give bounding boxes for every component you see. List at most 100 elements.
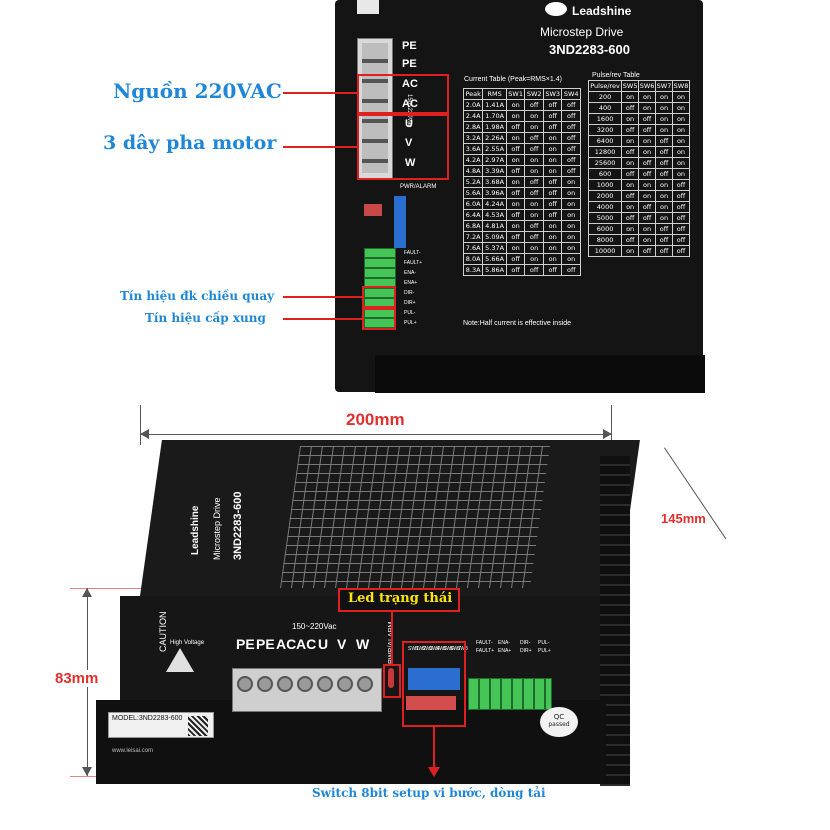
- current-table-cell: off: [524, 143, 544, 155]
- pulse-table-cell: off: [672, 223, 690, 235]
- pulse-table-cell: on: [621, 91, 640, 103]
- pulse-table-cell: 4000: [587, 201, 623, 213]
- current-table-cell: off: [542, 99, 563, 111]
- current-table-cell: on: [524, 198, 544, 210]
- current-table-cell: on: [542, 143, 563, 155]
- pulse-table-cell: 8000: [587, 234, 623, 246]
- pulse-table-cell: on: [672, 113, 690, 125]
- top-signal-fault-minus: FAULT-: [404, 250, 421, 256]
- current-header-cell: SW3: [542, 88, 563, 100]
- pulse-header-cell: SW8: [672, 80, 690, 92]
- switch-callout-line: [433, 727, 435, 769]
- pulse-signal-highlight: [362, 308, 396, 330]
- pulse-table-cell: off: [621, 212, 640, 224]
- switch-arrow-down-icon: [428, 767, 440, 777]
- current-table-cell: 1.70A: [482, 110, 507, 122]
- bottom-signal-label-strip: FAULT- FAULT+ ENA- ENA+ DIR- DIR+ PUL- P…: [476, 640, 556, 670]
- top-term-u: U: [405, 118, 413, 130]
- current-table-cell: off: [542, 264, 563, 276]
- bottom-switch-labels: SW1 SW2 SW3 SW4 SW5 SW6 SW7 SW8: [408, 646, 468, 666]
- pulse-table-cell: off: [672, 234, 690, 246]
- width-arrow-right-icon: [603, 429, 612, 439]
- current-table-cell: 7.6A: [462, 242, 484, 254]
- current-table-cell: off: [561, 154, 581, 166]
- bottom-table-print: [280, 446, 550, 588]
- current-table-cell: 2.97A: [482, 154, 507, 166]
- sw2-label: SW2: [415, 646, 426, 652]
- current-table-cell: on: [542, 220, 563, 232]
- top-signal-fault-plus: FAULT+: [404, 260, 423, 266]
- width-dimension: 200mm: [346, 410, 405, 429]
- pulse-table-cell: on: [638, 146, 657, 158]
- led-callout-box: [338, 588, 460, 612]
- pulse-table-cell: off: [621, 234, 640, 246]
- height-dimension: 83mm: [53, 670, 101, 687]
- terminal-screw: [297, 676, 313, 692]
- qc-text: QC: [553, 713, 565, 721]
- callout-switch: Switch 8bit setup vi bước, dòng tải: [312, 786, 546, 800]
- terminal-screw: [237, 676, 253, 692]
- bsig-pul-plus: PUL+: [538, 648, 551, 654]
- current-header-cell: SW2: [524, 88, 544, 100]
- current-table-cell: off: [505, 121, 526, 133]
- current-table-cell: off: [505, 253, 526, 265]
- current-table-cell: 4.8A: [462, 165, 484, 177]
- top-signal-pul-plus: PUL+: [404, 320, 417, 326]
- pulse-table-cell: off: [655, 168, 673, 180]
- bsig-ena-minus: ENA-: [498, 640, 510, 646]
- pulse-table-cell: off: [621, 168, 640, 180]
- pulse-table-cell: on: [655, 190, 673, 202]
- bsig-fault-minus: FAULT-: [476, 640, 493, 646]
- dir-signal-highlight: [362, 286, 396, 308]
- callout-motor: 3 dây pha motor: [103, 132, 277, 154]
- current-table-cell: on: [524, 154, 544, 166]
- current-table-cell: off: [561, 264, 581, 276]
- qr-sticker: [357, 0, 379, 14]
- current-table-cell: on: [542, 165, 563, 177]
- top-term-v: V: [405, 137, 413, 149]
- bottom-term-u: U: [318, 636, 329, 652]
- current-table-cell: off: [561, 99, 581, 111]
- current-table-cell: 3.68A: [482, 176, 507, 188]
- pulse-table-cell: off: [672, 190, 690, 202]
- current-table-cell: on: [524, 121, 544, 133]
- pulse-table-cell: 200: [587, 91, 623, 103]
- pulse-table-cell: off: [638, 212, 657, 224]
- bottom-brand-print: Leadshine: [190, 505, 201, 555]
- bottom-term-pe2: PE: [256, 636, 275, 652]
- current-table-cell: off: [561, 110, 581, 122]
- current-table-cell: off: [524, 264, 544, 276]
- current-table-cell: 6.0A: [462, 198, 484, 210]
- width-arrow-left-icon: [140, 429, 149, 439]
- pulse-table-cell: off: [638, 168, 657, 180]
- current-table-cell: off: [524, 231, 544, 243]
- terminal-screw: [257, 676, 273, 692]
- top-term-ac1: AC: [402, 78, 418, 90]
- current-table-cell: 4.24A: [482, 198, 507, 210]
- current-table-cell: 8.3A: [462, 264, 484, 276]
- pulse-table-cell: off: [638, 113, 657, 125]
- pulse-table-cell: off: [621, 146, 640, 158]
- current-table-cell: on: [542, 231, 563, 243]
- current-table-cell: 2.4A: [462, 110, 484, 122]
- current-table-cell: 5.6A: [462, 187, 484, 199]
- current-table-cell: off: [524, 187, 544, 199]
- current-table-cell: off: [505, 143, 526, 155]
- bsig-ena-plus: ENA+: [498, 648, 512, 654]
- model-sticker-text: MODEL:3ND2283-600: [112, 715, 183, 722]
- bsig-dir-minus: DIR-: [520, 640, 531, 646]
- pulse-table-cell: on: [638, 223, 657, 235]
